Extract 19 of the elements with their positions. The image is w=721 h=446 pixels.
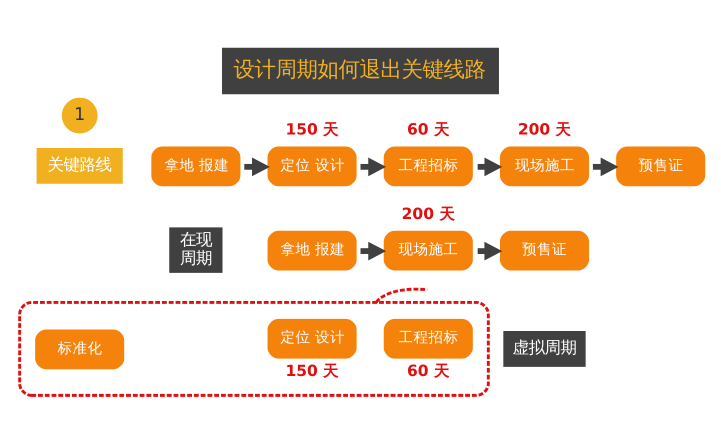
node-box: 在现周期 bbox=[169, 226, 223, 272]
node-label: 60 天 bbox=[406, 120, 449, 138]
node-circle: 1 bbox=[62, 97, 98, 133]
diagram-title: 设计周期如何退出关键线路 bbox=[234, 56, 486, 82]
node-label: 200 天 bbox=[402, 204, 454, 222]
arrow bbox=[592, 156, 619, 176]
arrow bbox=[360, 241, 386, 260]
arrow bbox=[244, 156, 270, 176]
arrow bbox=[360, 156, 386, 176]
arrow bbox=[478, 156, 502, 176]
node-box: 虚拟周期 bbox=[503, 330, 586, 366]
connector bbox=[374, 287, 428, 303]
arrow bbox=[478, 241, 502, 260]
node-label: 200 天 bbox=[518, 120, 571, 138]
cluster bbox=[18, 300, 490, 396]
node-label: 150 天 bbox=[285, 361, 338, 380]
node-label: 60 天 bbox=[406, 361, 449, 380]
node-label: 150 天 bbox=[285, 120, 338, 138]
node-box: 关键路线 bbox=[36, 147, 123, 184]
